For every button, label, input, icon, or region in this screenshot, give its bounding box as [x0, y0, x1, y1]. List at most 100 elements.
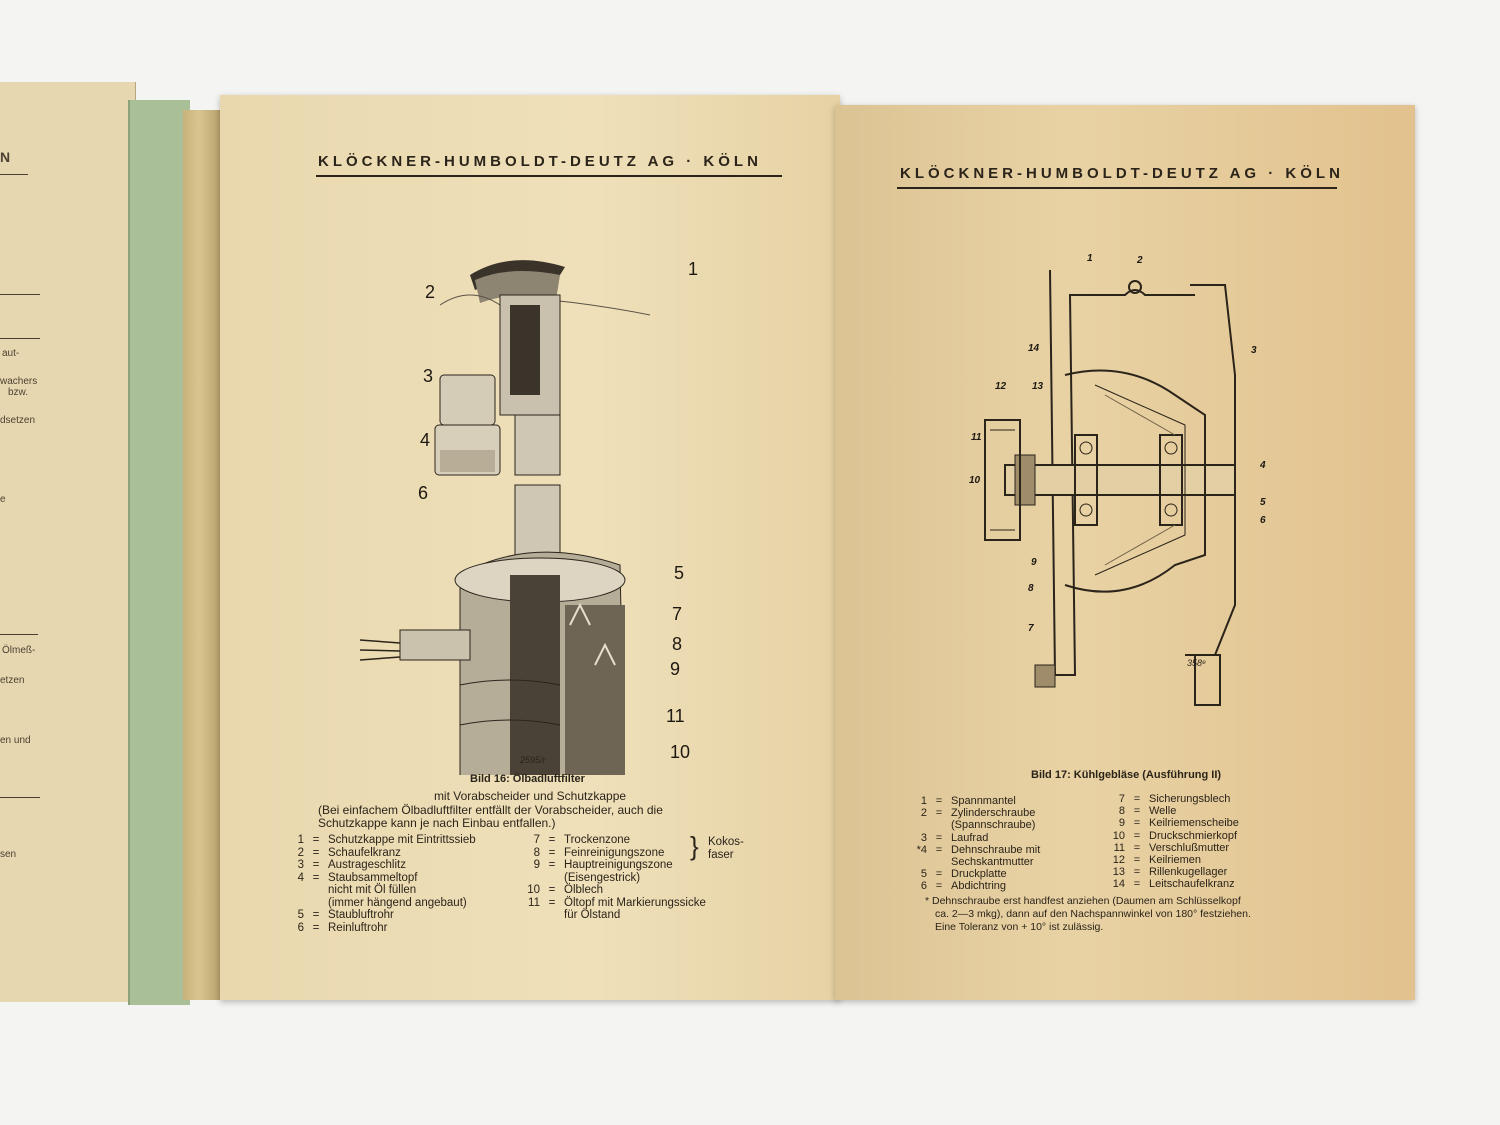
callout-label: 1 [1087, 253, 1093, 264]
legend-right: 7=Sicherungsblech 8=Welle 9=Keilriemensc… [1101, 793, 1239, 891]
legend-text: (Eisengestrick) [564, 871, 641, 884]
legend-number: 2 [297, 846, 304, 859]
callout-label: 8 [672, 634, 683, 654]
legend-text: Laufrad [951, 831, 989, 844]
callout-label: 7 [672, 604, 683, 624]
header-rule [316, 175, 782, 177]
legend-eq: = [548, 834, 556, 846]
figure-code: 358ᵉ [1187, 658, 1206, 668]
legend-eq: = [1133, 854, 1141, 867]
legend-eq: = [935, 868, 943, 881]
left-rule [0, 338, 40, 339]
callout-label: 4 [1260, 460, 1266, 471]
legend-eq: = [548, 859, 556, 871]
legend-text: Keilriemenscheibe [1149, 817, 1239, 830]
left-partial-page: N aut- wachers bzw. dsetzen e Ölmeß- etz… [0, 82, 136, 1002]
legend-eq: = [1133, 841, 1141, 854]
legend-text: Druckschmierkopf [1149, 829, 1238, 842]
legend-text: Welle [1149, 805, 1177, 818]
legend-number: 8 [533, 846, 540, 859]
legend-number: 14 [1112, 878, 1125, 891]
legend-text: Staubsammeltopf [328, 871, 418, 884]
legend-text: nicht mit Öl füllen [328, 884, 417, 896]
legend-text: Austrageschlitz [328, 859, 406, 871]
legend-text: Abdichtring [951, 880, 1007, 893]
callout-label: 2 [1137, 255, 1143, 266]
legend-text: Dehnschraube mit [951, 843, 1041, 856]
note-line: (Bei einfachem Ölbadluftfilter entfällt … [318, 803, 663, 817]
figure-caption: Bild 16: Ölbadluftfilter [470, 773, 585, 785]
legend-number: 10 [1112, 829, 1125, 842]
legend-text: Öltopf mit Markierungssicke [564, 896, 706, 909]
figure-subcaption: mit Vorabscheider und Schutzkappe [433, 789, 627, 803]
cooling-fan-section-drawing [984, 269, 1236, 706]
legend-number: 11 [528, 896, 540, 909]
legend-number: *4 [916, 843, 927, 856]
left-fragment: dsetzen [0, 415, 36, 426]
legend-number: 7 [1118, 793, 1125, 805]
legend-number: 2 [920, 807, 927, 820]
legend-text: (Spannschraube) [951, 819, 1036, 832]
book-spine [183, 110, 223, 1000]
brace-label: Kokos- [708, 836, 744, 848]
callout-label: 10 [670, 742, 691, 762]
callout-label: 1 [688, 259, 699, 279]
figure-caption: Bild 17: Kühlgebläse (Ausführung II) [1031, 769, 1222, 781]
legend-eq: = [312, 909, 320, 921]
left-fragment: en und [0, 735, 31, 746]
legend-text: Spannmantel [951, 795, 1016, 807]
brace-label: faser [708, 849, 734, 861]
legend-eq: = [312, 921, 320, 934]
legend-text: Rillenkugellager [1149, 866, 1228, 879]
legend-text: Staubluftrohr [328, 909, 394, 921]
callout-label: 6 [418, 483, 429, 503]
oil-bath-air-filter-illustration [359, 260, 651, 775]
footnote-line: * Dehnschraube erst handfest anziehen (D… [925, 895, 1241, 907]
green-cover [128, 100, 190, 1005]
legend-eq: = [548, 846, 556, 859]
callout-label: 14 [1028, 343, 1040, 354]
legend-text: Feinreinigungszone [564, 846, 665, 859]
legend-eq: = [935, 807, 943, 820]
callout-label: 5 [674, 563, 685, 583]
legend-number: 13 [1112, 866, 1125, 879]
legend-text: Zylinderschraube [951, 807, 1036, 820]
callout-label: 10 [969, 475, 981, 486]
legend-eq: = [1133, 866, 1141, 879]
legend-eq: = [1133, 805, 1141, 818]
page-bild-16: KLÖCKNER-HUMBOLDT-DEUTZ AG · KÖLN 1 2 3 [220, 95, 840, 1000]
legend-eq: = [1133, 793, 1141, 805]
legend-eq: = [548, 884, 556, 896]
legend-number: 10 [527, 884, 540, 896]
legend-eq: = [935, 880, 943, 893]
legend-left: 1=Schutzkappe mit Eintrittssieb 2=Schauf… [280, 834, 476, 934]
legend-number: 7 [533, 834, 540, 846]
legend-number: 5 [297, 909, 304, 921]
legend-number: 8 [1118, 805, 1125, 818]
legend-number: 4 [297, 871, 304, 884]
legend-eq: = [1133, 878, 1141, 891]
legend-number: 11 [1113, 841, 1125, 854]
callout-label: 8 [1028, 583, 1034, 594]
left-rule [0, 174, 28, 175]
legend-eq: = [1133, 829, 1141, 842]
left-fragment: N [0, 149, 14, 165]
callout-label: 12 [995, 381, 1007, 392]
footnote-line: Eine Toleranz von + 10° ist zulässig. [935, 921, 1104, 933]
legend-eq: = [935, 795, 943, 807]
callout-label: 2 [425, 282, 436, 302]
legend-text: Druckplatte [951, 868, 1007, 881]
left-rule [0, 294, 40, 295]
legend-eq: = [312, 871, 320, 884]
legend-text: Ölblech [564, 884, 603, 896]
legend-eq: = [312, 834, 320, 846]
legend-text: Schaufelkranz [328, 846, 401, 859]
legend-eq: = [935, 843, 943, 856]
callout-label: 3 [1251, 345, 1257, 356]
legend-text: Trockenzone [564, 834, 631, 846]
legend-text: Sicherungsblech [1149, 793, 1231, 805]
note-line: Schutzkappe kann je nach Einbau entfalle… [318, 816, 556, 830]
page-header: KLÖCKNER-HUMBOLDT-DEUTZ AG · KÖLN [318, 153, 762, 170]
callout-label: 7 [1028, 623, 1034, 634]
legend-number: 12 [1112, 854, 1125, 867]
